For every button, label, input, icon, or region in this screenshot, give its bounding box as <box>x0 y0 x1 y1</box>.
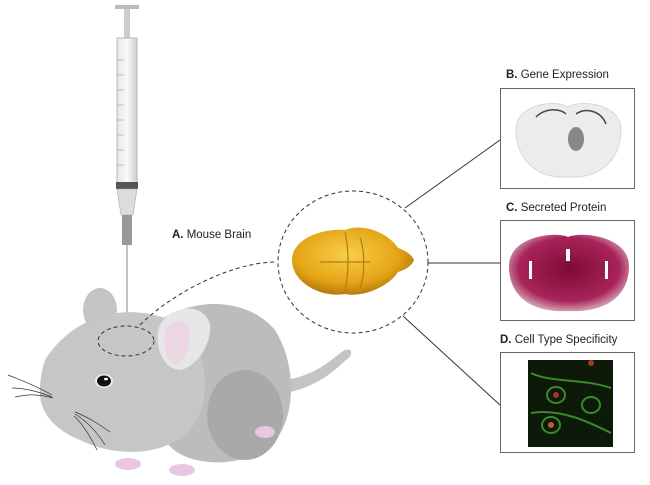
brain-zoom-circle <box>277 190 429 334</box>
injection-site-outline <box>97 325 155 357</box>
secreted-protein-image <box>509 234 629 312</box>
connector-lines <box>402 139 501 406</box>
secreted-protein-panel <box>500 220 635 321</box>
mouse-brain-image <box>292 227 414 295</box>
cell-type-image <box>528 360 613 447</box>
gene-expression-panel <box>500 88 635 189</box>
gene-expression-image <box>515 103 622 178</box>
label-a: A. Mouse Brain <box>172 229 252 241</box>
label-b: B. Gene Expression <box>506 69 609 81</box>
cell-type-panel <box>500 352 635 453</box>
mouse-illustration <box>7 261 352 476</box>
syringe-icon <box>115 5 139 338</box>
label-c: C. Secreted Protein <box>506 202 607 214</box>
label-d: D. Cell Type Specificity <box>500 334 618 346</box>
